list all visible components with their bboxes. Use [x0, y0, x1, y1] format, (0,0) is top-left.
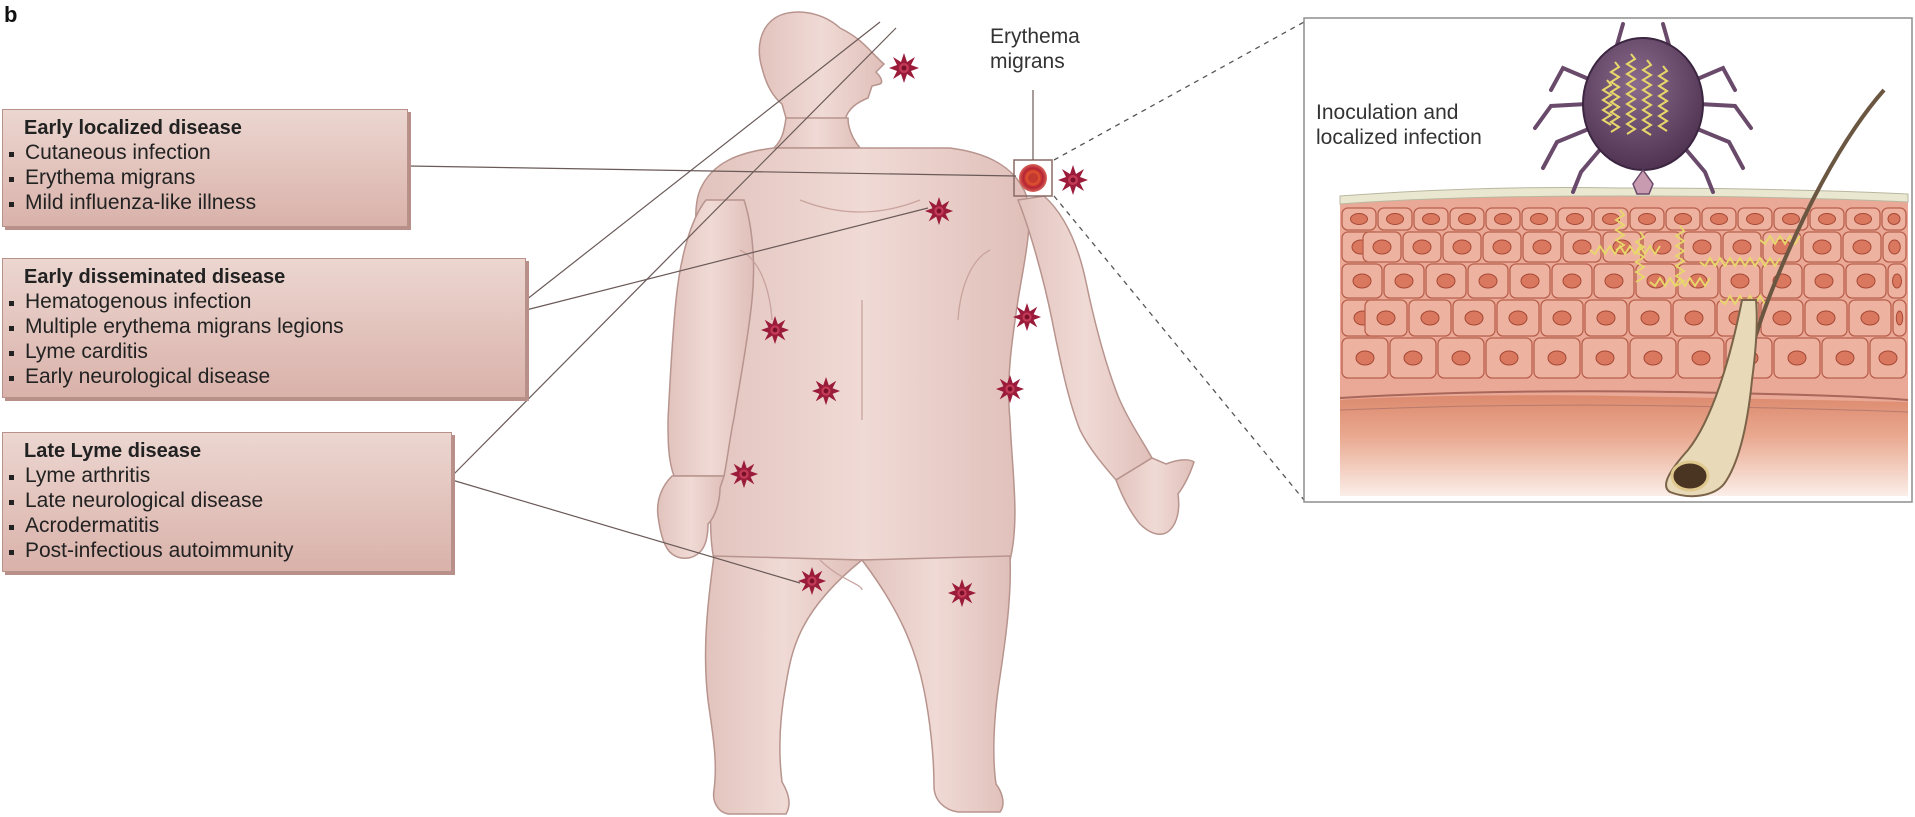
cell-nucleus	[1387, 214, 1404, 225]
right-arm	[1018, 196, 1152, 480]
cell-nucleus	[1893, 274, 1902, 288]
cell-nucleus	[1531, 214, 1548, 225]
cell-nucleus	[1500, 351, 1518, 365]
stage-items: Cutaneous infection Erythema migrans Mil…	[25, 140, 397, 215]
cell-nucleus	[1465, 311, 1483, 325]
right-leg	[862, 556, 1010, 812]
cell-nucleus	[1896, 311, 1903, 325]
cell-nucleus	[1711, 214, 1728, 225]
cell-nucleus	[1817, 311, 1835, 325]
cell-nucleus	[1815, 274, 1833, 288]
skin-inset	[1304, 18, 1912, 502]
stage-item: Erythema migrans	[7, 165, 397, 190]
cell-nucleus	[1685, 311, 1703, 325]
cell-nucleus	[1888, 214, 1900, 225]
cell-nucleus	[1377, 311, 1395, 325]
stage-box-early-localized: Early localized disease Cutaneous infect…	[2, 109, 408, 227]
stage-box-early-disseminated: Early disseminated disease Hematogenous …	[2, 258, 526, 398]
cell-nucleus	[1452, 351, 1470, 365]
cell-nucleus	[1373, 240, 1391, 254]
cell-nucleus	[1813, 240, 1831, 254]
stage-item: Early neurological disease	[7, 364, 515, 389]
cell-nucleus	[1819, 214, 1836, 225]
neck	[774, 118, 860, 148]
human-body	[658, 12, 1194, 814]
cell-nucleus	[1356, 351, 1374, 365]
inoculation-label-line: Inoculation and	[1316, 100, 1482, 125]
cell-nucleus	[1855, 214, 1872, 225]
cell-nucleus	[1351, 214, 1368, 225]
cell-nucleus	[1353, 274, 1371, 288]
cell-nucleus	[1495, 214, 1512, 225]
inoculation-label: Inoculation and localized infection	[1316, 100, 1482, 150]
cell-nucleus	[1533, 240, 1551, 254]
cell-nucleus	[1747, 214, 1764, 225]
stage-item: Lyme arthritis	[7, 463, 441, 488]
stage-title: Late Lyme disease	[24, 439, 441, 463]
cell-nucleus	[1596, 351, 1614, 365]
cell-nucleus	[1644, 351, 1662, 365]
cell-nucleus	[1395, 274, 1413, 288]
stage-title: Early localized disease	[24, 116, 397, 140]
stage-item: Late neurological disease	[7, 488, 441, 513]
cell-nucleus	[1853, 240, 1871, 254]
stage-item: Cutaneous infection	[7, 140, 397, 165]
stage-item: Hematogenous infection	[7, 289, 515, 314]
cell-nucleus	[1453, 240, 1471, 254]
stage-title: Early disseminated disease	[24, 265, 515, 289]
cell-nucleus	[1675, 214, 1692, 225]
erythema-migrans-label: Erythema migrans	[990, 24, 1080, 74]
cell-nucleus	[1641, 311, 1659, 325]
left-leg	[706, 556, 862, 814]
cell-nucleus	[1783, 214, 1800, 225]
cell-nucleus	[1459, 214, 1476, 225]
stage-items: Hematogenous infection Multiple erythema…	[25, 289, 515, 389]
cell-nucleus	[1605, 274, 1623, 288]
erythema-label-line: Erythema	[990, 24, 1080, 49]
cell-nucleus	[1693, 240, 1711, 254]
cell-nucleus	[1493, 240, 1511, 254]
cell-nucleus	[1437, 274, 1455, 288]
stage-item: Lyme carditis	[7, 339, 515, 364]
stage-item: Acrodermatitis	[7, 513, 441, 538]
cell-nucleus	[1788, 351, 1806, 365]
cell-nucleus	[1861, 311, 1879, 325]
stage-item: Mild influenza-like illness	[7, 190, 397, 215]
cell-nucleus	[1573, 240, 1591, 254]
cell-nucleus	[1404, 351, 1422, 365]
cell-nucleus	[1889, 240, 1901, 254]
stage-items: Lyme arthritis Late neurological disease…	[25, 463, 441, 563]
cell-nucleus	[1521, 274, 1539, 288]
stage-item: Post-infectious autoimmunity	[7, 538, 441, 563]
cell-nucleus	[1597, 311, 1615, 325]
skin-cells	[1342, 208, 1906, 378]
cell-nucleus	[1509, 311, 1527, 325]
erythema-label-line: migrans	[990, 49, 1080, 74]
cell-nucleus	[1773, 311, 1791, 325]
stage-item: Multiple erythema migrans legions	[7, 314, 515, 339]
cell-nucleus	[1879, 351, 1897, 365]
stage-box-late-lyme: Late Lyme disease Lyme arthritis Late ne…	[2, 432, 452, 572]
cell-nucleus	[1553, 311, 1571, 325]
cell-nucleus	[1421, 311, 1439, 325]
cell-nucleus	[1836, 351, 1854, 365]
cell-nucleus	[1733, 240, 1751, 254]
cell-nucleus	[1548, 351, 1566, 365]
cell-nucleus	[1731, 274, 1749, 288]
cell-nucleus	[1423, 214, 1440, 225]
cell-nucleus	[1413, 240, 1431, 254]
cell-nucleus	[1692, 351, 1710, 365]
cell-nucleus	[1857, 274, 1875, 288]
cell-nucleus	[1563, 274, 1581, 288]
inoculation-label-line: localized infection	[1316, 125, 1482, 150]
cell-nucleus	[1639, 214, 1656, 225]
cell-nucleus	[1567, 214, 1584, 225]
cell-nucleus	[1479, 274, 1497, 288]
